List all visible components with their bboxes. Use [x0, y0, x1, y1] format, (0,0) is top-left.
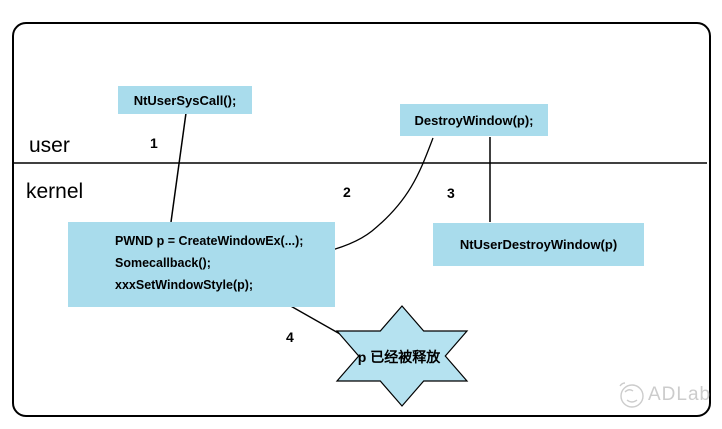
code-line-set-window-style: xxxSetWindowStyle(p); — [115, 278, 254, 292]
connector-syscall-to-create — [170, 112, 187, 223]
diagram-frame-border — [12, 22, 711, 417]
lane-label-kernel: kernel — [26, 180, 84, 203]
step-number-2: 2 — [343, 184, 351, 200]
step-number-4: 4 — [286, 329, 294, 345]
adlab-watermark-text: ADLab — [648, 384, 712, 405]
step-number-3: 3 — [447, 185, 455, 201]
code-line-create-window-ex: PWND p = CreateWindowEx(...); — [115, 234, 304, 248]
box-nt-user-sys-call: NtUserSysCall(); — [118, 86, 252, 114]
box-destroy-window: DestroyWindow(p); — [400, 104, 548, 136]
code-line-some-callback: Somecallback(); — [115, 256, 211, 270]
box-nt-user-destroy-window: NtUserDestroyWindow(p) — [433, 223, 644, 266]
star-burst-shape — [335, 305, 469, 407]
box-create-window-code: PWND p = CreateWindowEx(...); Somecallba… — [68, 222, 335, 307]
lane-label-user: user — [29, 134, 70, 157]
adlab-logo-icon — [619, 382, 644, 408]
star-freed-label: p 已经被释放 — [357, 349, 441, 365]
step-number-1: 1 — [150, 135, 158, 151]
